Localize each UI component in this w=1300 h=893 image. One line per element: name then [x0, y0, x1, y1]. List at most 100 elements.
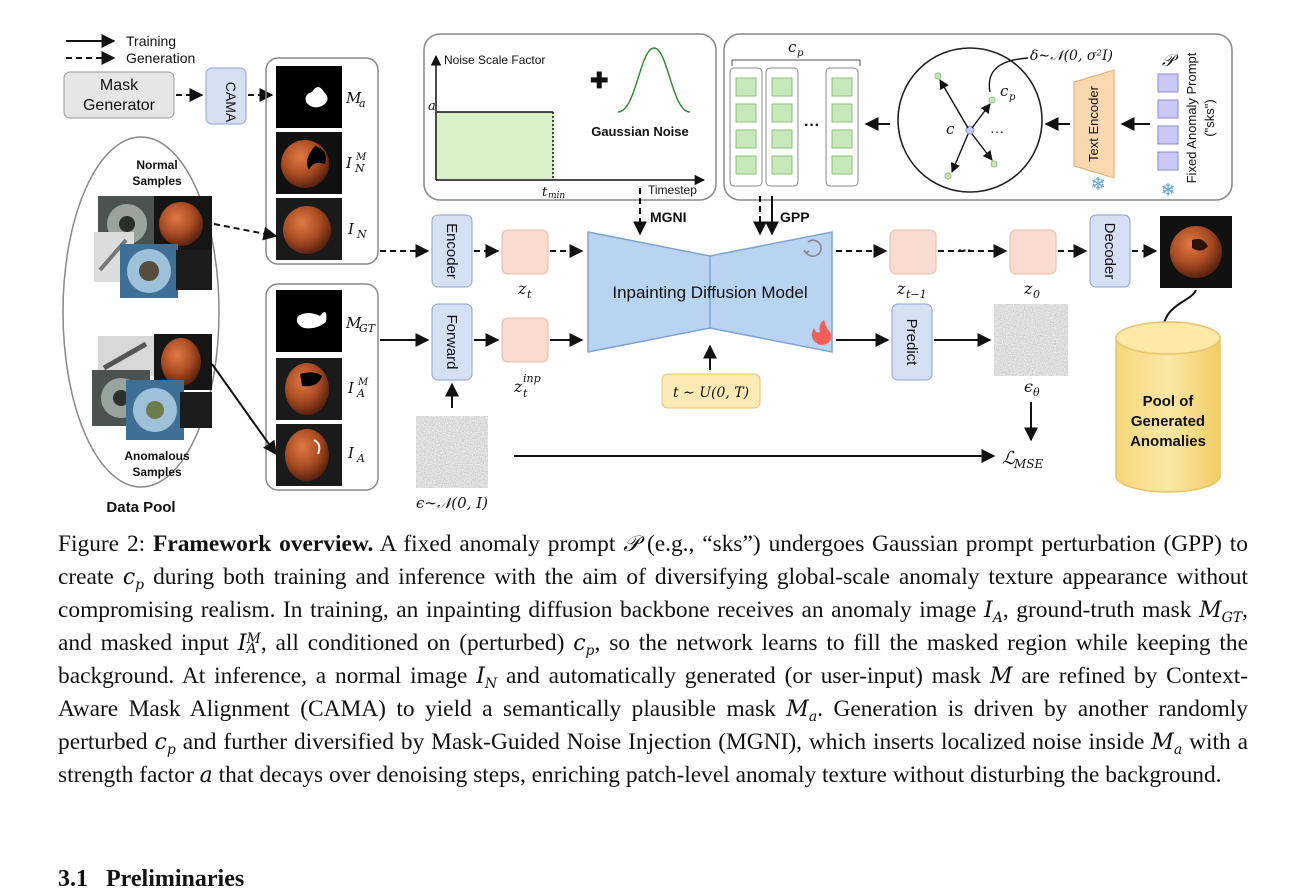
svg-text:ϵ: ϵ	[1024, 377, 1033, 396]
svg-text:c: c	[1000, 82, 1009, 100]
svg-text:M: M	[345, 89, 362, 107]
inline-math: 𝒫	[623, 532, 640, 557]
svg-text:Noise Scale Factor: Noise Scale Factor	[444, 53, 545, 67]
svg-text:p: p	[797, 48, 804, 59]
svg-text:···: ···	[990, 123, 1004, 139]
svg-text:θ: θ	[1033, 386, 1040, 399]
svg-text:t−1: t−1	[906, 288, 927, 301]
svg-text:a: a	[359, 97, 366, 110]
section-heading: 3.1 Preliminaries	[58, 866, 262, 893]
svg-text:Predict: Predict	[903, 319, 920, 367]
inline-math: c p	[122, 565, 145, 594]
gaussian-noise-image	[416, 416, 488, 488]
framework-figure: Training Generation Mask Generator CAMA …	[62, 33, 1233, 516]
svg-text:p: p	[1009, 92, 1016, 103]
svg-text:MSE: MSE	[1013, 457, 1044, 471]
decoder-box: Decoder	[1089, 214, 1131, 288]
svg-text:c: c	[946, 120, 955, 138]
mask-generator-box: Mask Generator	[63, 71, 175, 119]
svg-text:Samples: Samples	[132, 174, 182, 188]
svg-text:Anomalies: Anomalies	[1130, 433, 1206, 450]
svg-text:δ∼𝒩(0, σ²I): δ∼𝒩(0, σ²I)	[1030, 48, 1113, 64]
inline-math: I N	[476, 664, 498, 693]
snowflake-icon: ❄	[1090, 174, 1105, 194]
caption-body: A fixed anomaly prompt 𝒫 (e.g., “sks”) u…	[58, 531, 1249, 788]
zt-minus-1-latent	[889, 229, 937, 275]
svg-text:Decoder: Decoder	[1101, 223, 1118, 280]
svg-text:···: ···	[958, 242, 972, 258]
svg-text:a: a	[428, 99, 436, 114]
svg-text:GT: GT	[359, 322, 377, 335]
refresh-icon	[803, 239, 822, 257]
data-pool-title: Data Pool	[106, 499, 175, 516]
svg-text:z: z	[1023, 279, 1033, 298]
predicted-noise-image	[994, 304, 1068, 376]
svg-text:min: min	[548, 191, 565, 201]
svg-text:c: c	[788, 38, 797, 56]
svg-text:t ∼ U(0, T): t ∼ U(0, T)	[673, 385, 749, 401]
svg-text:t: t	[542, 185, 548, 200]
pool-of-generated-anomalies: Pool of Generated Anomalies	[1115, 321, 1221, 493]
inline-math: M a	[786, 697, 818, 726]
zt-latent	[501, 229, 549, 275]
svg-text:0: 0	[1033, 288, 1040, 301]
fire-icon	[811, 320, 832, 345]
inline-math: M GT	[1199, 598, 1243, 627]
figure-caption: Figure 2: Framework overview. A fixed an…	[58, 528, 1248, 792]
gpp-label: GPP	[780, 209, 810, 225]
svg-text:Timestep: Timestep	[648, 183, 697, 197]
inpainting-diffusion-model: Inpainting Diffusion Model	[587, 231, 833, 353]
svg-text:Forward: Forward	[443, 314, 460, 369]
inline-math: a	[199, 763, 213, 788]
svg-text:Fixed Anomaly Prompt: Fixed Anomaly Prompt	[1184, 52, 1199, 183]
inline-math: M	[989, 664, 1013, 689]
perturbation-circle	[897, 47, 1043, 193]
cama-box: CAMA	[205, 67, 247, 125]
svg-text:M: M	[345, 314, 362, 332]
svg-text:z: z	[513, 377, 523, 396]
svg-text:Text Encoder: Text Encoder	[1086, 85, 1101, 162]
normal-images-panel: M a I N M I N	[265, 57, 379, 265]
svg-text:inp: inp	[523, 372, 541, 385]
svg-text:I: I	[347, 444, 355, 462]
inline-math: M a	[1151, 730, 1183, 759]
svg-text:I: I	[345, 154, 353, 172]
snowflake-icon-2: ❄	[1160, 180, 1175, 200]
plus-icon: ✚	[590, 68, 608, 93]
svg-text:Generated: Generated	[1131, 413, 1205, 430]
svg-text:Encoder: Encoder	[443, 223, 460, 279]
text-encoder-box: Text Encoder ❄	[1073, 69, 1115, 194]
svg-text:z: z	[896, 279, 906, 298]
encoder-box: Encoder	[431, 214, 473, 288]
forward-box: Forward	[431, 303, 473, 381]
svg-text:Inpainting Diffusion Model: Inpainting Diffusion Model	[612, 283, 807, 302]
svg-text:t: t	[523, 387, 528, 400]
svg-text:Pool of: Pool of	[1143, 393, 1195, 410]
svg-text:A: A	[356, 452, 365, 465]
figure-title: Framework overview.	[153, 531, 374, 557]
inline-math: c p	[154, 730, 176, 759]
anomaly-images-panel: M GT I A M I A	[265, 283, 379, 491]
svg-text:Normal: Normal	[136, 158, 177, 172]
predict-box: Predict	[891, 303, 933, 381]
eps-noise-label: ϵ∼𝒩(0, I)	[416, 494, 488, 512]
section-title: Preliminaries	[106, 866, 245, 892]
svg-text:Samples: Samples	[132, 465, 182, 479]
svg-text:Gaussian Noise: Gaussian Noise	[591, 124, 689, 139]
svg-text:N: N	[356, 228, 367, 241]
svg-text:ℒ: ℒ	[1002, 448, 1016, 469]
svg-text:z: z	[517, 279, 527, 298]
inline-math: I A	[984, 598, 1003, 627]
data-pool: Normal Samples Anomalous Samples Data Po…	[62, 136, 220, 516]
svg-text:Anomalous: Anomalous	[124, 449, 190, 463]
legend-training: Training	[126, 33, 176, 49]
mgni-label: MGNI	[650, 209, 687, 225]
svg-text:M: M	[357, 377, 369, 388]
section-number: 3.1	[58, 866, 88, 892]
svg-text:I: I	[347, 379, 355, 397]
z0-latent	[1009, 229, 1057, 275]
svg-text:Generator: Generator	[83, 97, 156, 114]
svg-text:···: ···	[804, 117, 820, 134]
figure-label: Figure 2:	[58, 531, 154, 557]
